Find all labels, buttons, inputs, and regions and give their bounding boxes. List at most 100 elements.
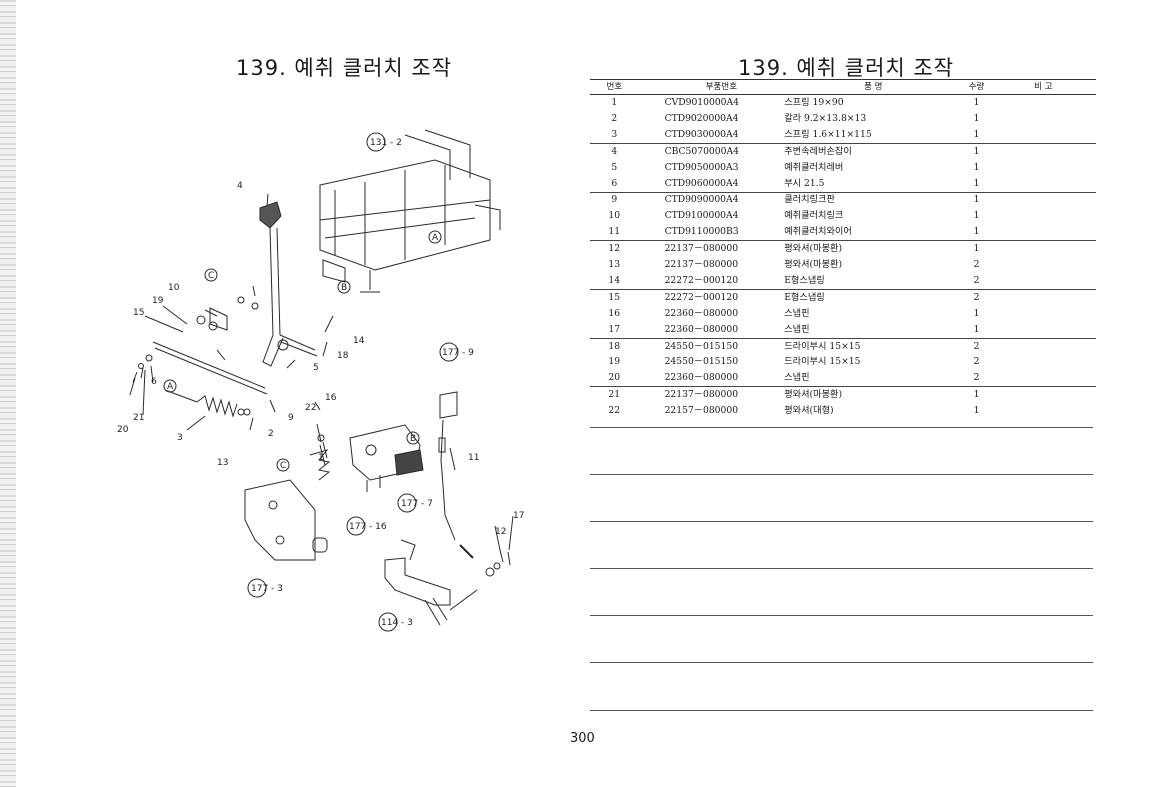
exploded-parts-diagram: 131 - 2 177 - 9 177 - 7 177 - 16 177 - 3… <box>117 129 524 632</box>
row-number: 5 <box>611 161 618 173</box>
callout-17: 17 <box>513 511 524 521</box>
row-part-number: 22272－000120 <box>664 274 739 286</box>
row-part-name: 칼라 9.2×13.8×13 <box>784 113 867 125</box>
link-rod <box>132 296 268 395</box>
ref-label-114-3: 114 - 3 <box>381 618 413 628</box>
row-part-name: 예취클러치와이어 <box>784 226 852 238</box>
row-part-number: CTD9030000A4 <box>664 128 739 140</box>
row-remarks <box>991 95 1096 111</box>
ref-label-177-3: 177 - 3 <box>251 584 283 594</box>
row-remarks <box>991 257 1096 273</box>
row-quantity: 1 <box>973 210 980 222</box>
row-number: 6 <box>611 177 618 189</box>
row-remarks <box>990 289 1096 306</box>
row-part-number: 22157－080000 <box>664 405 739 417</box>
row-part-name: E형스냅링 <box>784 274 825 286</box>
blank-rule-4 <box>590 568 1093 569</box>
callout-6: 6 <box>151 377 157 387</box>
table-header-row: 번호 부품번호 품 명 수량 비 고 <box>590 78 1096 96</box>
mounting-bracket <box>244 434 331 561</box>
callout-10: 10 <box>168 283 180 293</box>
row-quantity: 2 <box>962 337 991 355</box>
spring-3 <box>164 389 251 418</box>
row-quantity: 1 <box>973 128 980 140</box>
letter-label-b-lower: B <box>410 434 416 444</box>
row-part-name: 드라이부시 15×15 <box>778 337 963 355</box>
letter-label-a: A <box>432 233 439 243</box>
callout-16: 16 <box>325 393 337 403</box>
header-part-name: 품 명 <box>778 78 963 96</box>
ref-label-177-7: 177 - 7 <box>401 499 433 509</box>
row-quantity: 1 <box>962 191 991 209</box>
reference-callouts <box>163 132 459 632</box>
row-part-number: 22137－080000 <box>664 259 739 271</box>
row-quantity: 2 <box>973 356 980 368</box>
row-number: 4 <box>590 143 639 160</box>
row-part-name: 스냅핀 <box>784 323 810 335</box>
ref-label-177-16: 177 - 16 <box>349 522 387 532</box>
row-part-name: 예취클러치레버 <box>784 161 844 173</box>
callout-11: 11 <box>468 453 479 463</box>
letter-label-c-lower: C <box>280 461 286 471</box>
page-number: 300 <box>570 731 595 746</box>
row-part-name: 스프링 1.6×11×115 <box>784 128 872 140</box>
callout-22: 22 <box>305 403 316 413</box>
blank-rule-3 <box>590 521 1093 522</box>
row-number: 10 <box>608 210 621 222</box>
header-remarks: 비 고 <box>990 78 1096 96</box>
row-part-name: 부시 21.5 <box>784 177 825 189</box>
row-part-number: 24550－015150 <box>664 356 739 368</box>
row-part-name: 스냅핀 <box>784 372 810 384</box>
row-part-number: 24550－015150 <box>638 337 779 355</box>
callout-20: 20 <box>117 425 129 435</box>
row-number: 21 <box>590 386 639 404</box>
row-remarks <box>991 209 1096 225</box>
blank-rule-7 <box>590 710 1093 711</box>
row-number: 18 <box>590 337 639 355</box>
header-part-number: 부품번호 <box>638 78 779 96</box>
row-part-number: 22137－080000 <box>638 240 779 258</box>
row-part-name: 평와셔(마봉환) <box>778 240 963 258</box>
row-part-name: 평와셔(대형) <box>784 405 834 417</box>
row-number: 2 <box>611 113 618 125</box>
letter-label-b: B <box>341 283 347 293</box>
row-quantity: 1 <box>973 323 980 335</box>
row-quantity: 1 <box>973 113 980 125</box>
row-number: 19 <box>608 356 621 368</box>
row-remarks <box>991 225 1096 241</box>
blank-rule-2 <box>590 474 1093 475</box>
pedal-link <box>384 539 511 626</box>
callout-13: 13 <box>217 458 228 468</box>
row-part-number: 22360－080000 <box>664 323 739 335</box>
row-part-name: 드라이부시 15×15 <box>784 356 861 368</box>
row-quantity: 2 <box>973 372 980 384</box>
row-quantity: 1 <box>962 386 991 404</box>
row-part-number: CTD9090000A4 <box>638 191 779 209</box>
callout-4: 4 <box>237 181 243 191</box>
row-part-number: 22137－080000 <box>638 386 779 404</box>
row-remarks <box>991 355 1096 371</box>
row-number: 13 <box>608 259 621 271</box>
row-number: 12 <box>590 240 639 258</box>
row-remarks <box>991 111 1096 127</box>
frame-structure <box>319 129 501 293</box>
row-remarks <box>991 127 1096 143</box>
row-remarks <box>990 191 1096 209</box>
row-remarks <box>991 160 1096 176</box>
row-part-name: 스프링 19×90 <box>784 97 844 109</box>
row-quantity: 1 <box>962 240 991 258</box>
row-remarks <box>991 306 1096 322</box>
